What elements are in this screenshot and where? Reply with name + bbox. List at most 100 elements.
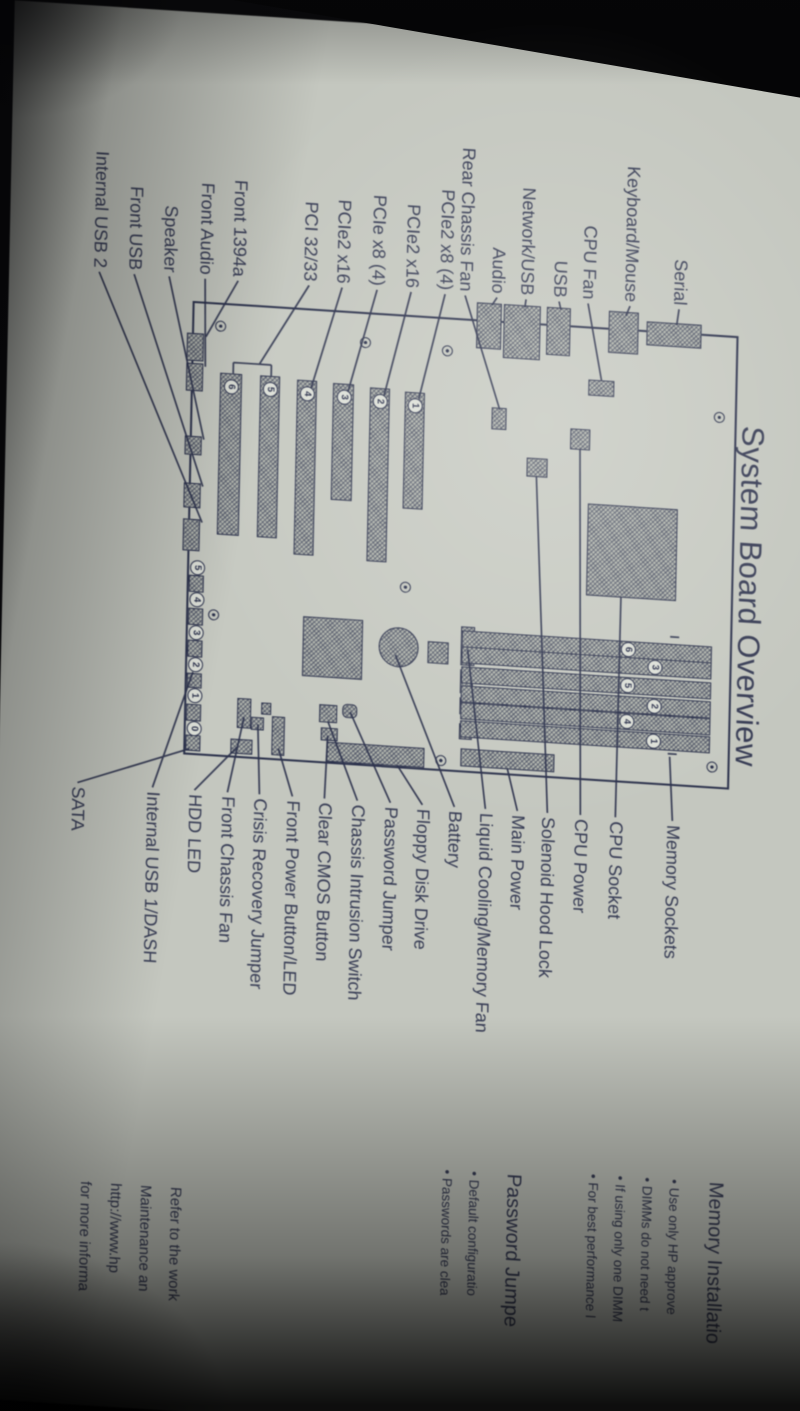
label-pcie2-x16-a: PCIe2 x16 xyxy=(402,203,424,289)
solenoid-hood-lock xyxy=(526,457,548,478)
label-audio: Audio xyxy=(488,246,510,295)
chassis-intrusion-switch xyxy=(318,704,338,724)
reference-note: Refer to the work Maintenance an http://… xyxy=(68,1180,190,1302)
label-main-power: Main Power xyxy=(506,814,529,911)
expansion-slot-3: 3 xyxy=(330,382,355,502)
sata-connector xyxy=(186,672,202,689)
note-bullet: Passwords are clea xyxy=(431,1169,461,1324)
label-front-chassis-fan: Front Chassis Fan xyxy=(215,795,239,944)
label-serial: Serial xyxy=(670,258,692,307)
front-audio-connector xyxy=(185,362,204,392)
chipset xyxy=(301,616,364,680)
label-front-power-button-led: Front Power Button/LED xyxy=(279,799,304,997)
mounting-hole xyxy=(399,581,412,594)
label-usb: USB xyxy=(550,260,571,299)
label-password-jumper: Password Jumper xyxy=(378,806,402,952)
header xyxy=(261,702,272,716)
label-internal-usb-2: Internal USB 2 xyxy=(90,150,113,269)
slot-number: 1 xyxy=(407,397,423,414)
memory-socket-number: 2 xyxy=(646,698,662,715)
slot-number: 5 xyxy=(262,381,279,398)
slot-number: 2 xyxy=(372,393,388,410)
label-hdd-led: HDD LED xyxy=(183,793,206,874)
clear-cmos-button xyxy=(320,727,338,742)
reference-line: for more informa xyxy=(74,1180,95,1292)
label-front-audio: Front Audio xyxy=(196,182,219,276)
expansion-slot-2: 2 xyxy=(366,387,391,563)
label-cpu-fan: CPU Fan xyxy=(579,224,601,301)
cpu-fan-header xyxy=(588,379,615,398)
memory-installation-heading: Memory Installatio xyxy=(701,1181,727,1345)
cpu-socket xyxy=(585,503,678,602)
label-cpu-socket: CPU Socket xyxy=(604,820,627,920)
sata-connector xyxy=(187,639,203,658)
label-solenoid-hood-lock: Solenoid Hood Lock xyxy=(534,816,559,979)
mounting-hole xyxy=(713,411,725,424)
reference-line: Refer to the work xyxy=(164,1186,185,1302)
label-speaker: Speaker xyxy=(160,204,182,274)
front-power-button-led-header xyxy=(271,716,286,756)
slot-number: 6 xyxy=(223,378,240,395)
label-front-1394a: Front 1394a xyxy=(229,179,252,278)
label-floppy-disk-drive: Floppy Disk Drive xyxy=(410,808,434,951)
sata-connector xyxy=(187,607,204,626)
mounting-hole xyxy=(215,320,227,333)
label-clear-cmos-button: Clear CMOS Button xyxy=(311,801,336,963)
note-bullet: Default configuratio xyxy=(458,1170,488,1325)
password-jumper xyxy=(342,703,358,719)
note-bullet: Use only HP approve xyxy=(657,1178,687,1342)
usb-rear-port xyxy=(545,306,571,357)
sata-connector xyxy=(185,703,202,722)
network-usb-port xyxy=(502,303,541,361)
memory-installation-note: Memory Installatio Use only HP approve D… xyxy=(576,1173,727,1345)
front-1394a-connector xyxy=(186,332,204,362)
cpu-power-connector xyxy=(569,428,591,451)
audio-port xyxy=(475,302,502,350)
note-bullet: DIMMs do not need t xyxy=(630,1177,660,1341)
slot-number: 4 xyxy=(299,385,316,402)
reference-line: Maintenance an xyxy=(134,1184,155,1293)
mounting-hole xyxy=(207,608,220,621)
memory-socket-number: 1 xyxy=(645,733,662,750)
mounting-hole xyxy=(441,345,454,357)
sata-connector xyxy=(185,734,201,752)
header xyxy=(427,641,449,665)
label-pcie-x8: PCIe x8 (4) xyxy=(368,194,391,287)
label-memory-sockets: Memory Sockets xyxy=(660,824,684,960)
label-chassis-intrusion-switch: Chassis Intrusion Switch xyxy=(344,804,369,1002)
mounting-hole xyxy=(706,761,718,773)
front-chassis-fan-header xyxy=(236,697,252,729)
password-jumper-heading: Password Jumpe xyxy=(499,1173,525,1328)
label-cpu-power: CPU Power xyxy=(569,818,592,914)
internal-usb-2-connector xyxy=(182,518,201,552)
memory-socket-number: 5 xyxy=(619,677,636,694)
mounting-hole xyxy=(435,754,447,767)
label-sata: SATA xyxy=(67,785,89,832)
keyboard-mouse-port xyxy=(608,310,639,355)
label-battery: Battery xyxy=(444,810,466,869)
memory-socket-number: 6 xyxy=(620,641,637,658)
label-network-usb: Network/USB xyxy=(517,186,540,297)
memory-socket-number: 4 xyxy=(619,713,635,730)
label-keyboard-mouse: Keyboard/Mouse xyxy=(621,165,644,303)
serial-port xyxy=(646,321,702,349)
label-internal-usb-1-dash: Internal USB 1/DASH xyxy=(139,790,164,964)
label-pcie2-x16-b: PCIe2 x16 xyxy=(333,198,355,285)
note-bullet: For best performance l xyxy=(576,1173,606,1337)
mounting-hole xyxy=(359,336,372,349)
label-crisis-recovery-jumper: Crisis Recovery Jumper xyxy=(246,797,271,990)
speaker-connector xyxy=(184,435,202,456)
slot-number: 3 xyxy=(336,389,352,406)
expansion-slot-6: 6 xyxy=(216,372,243,536)
label-liquid-cooling-memory-fan: Liquid Cooling/Memory Fan xyxy=(471,812,497,1034)
front-usb-connector xyxy=(183,482,201,509)
reference-line: http://www.hp xyxy=(105,1182,125,1274)
rear-chassis-fan-header xyxy=(491,407,507,431)
crisis-recovery-jumper xyxy=(250,716,265,731)
hdd-led-header xyxy=(230,738,253,755)
expansion-slot-5: 5 xyxy=(256,375,281,539)
memory-socket-number: 3 xyxy=(647,659,663,676)
